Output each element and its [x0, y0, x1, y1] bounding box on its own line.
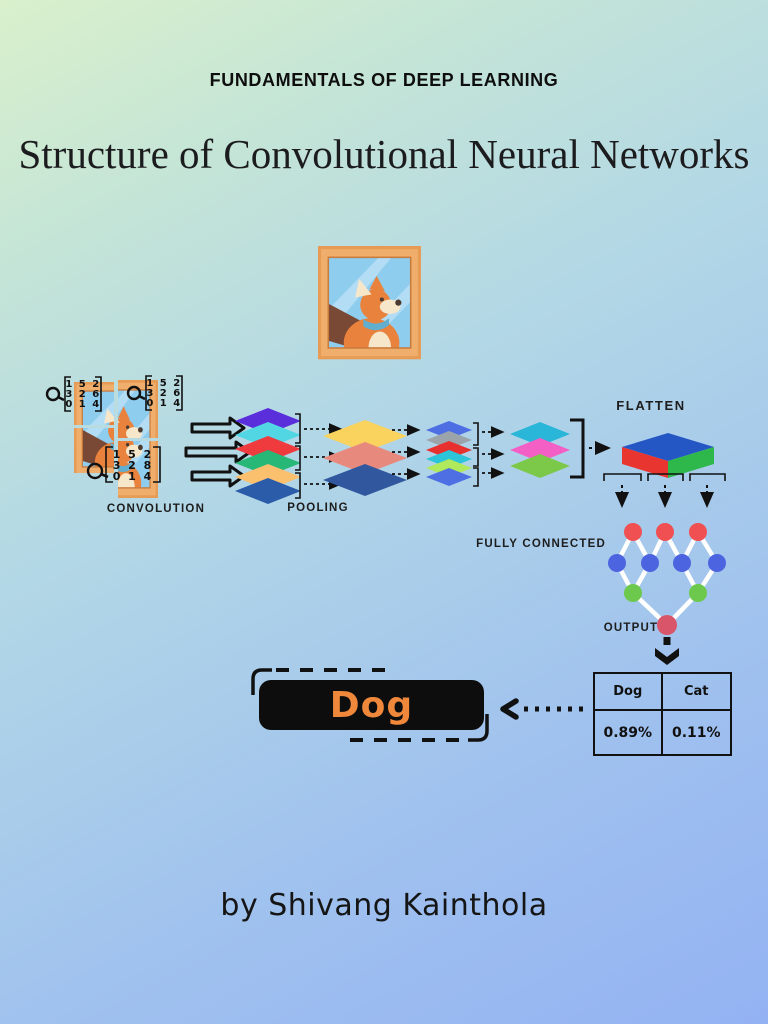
- kernel-matrix-top-left: 1 5 2 3 2 6 0 1 4: [45, 376, 102, 412]
- prediction-dashed-accents: [251, 668, 489, 742]
- output-label: OUTPUT: [604, 622, 658, 634]
- cube-right-face: [668, 447, 714, 478]
- hidden-node: [641, 554, 659, 572]
- hidden-node: [608, 554, 626, 572]
- feature-map: [323, 442, 407, 474]
- feature-map: [510, 454, 570, 478]
- magnifier-icon: [45, 386, 61, 402]
- flatten-bracket: [570, 418, 585, 479]
- feature-map: [235, 436, 301, 462]
- author-credit: by Shivang Kainthola: [220, 888, 548, 923]
- feature-map: [235, 408, 301, 434]
- right-arrow-icon: [184, 440, 252, 464]
- prediction-box: Dog: [259, 680, 484, 730]
- fc-network: [608, 523, 726, 635]
- right-arrow-icon: [190, 416, 246, 440]
- matrix-row: 3 2 6: [146, 388, 181, 399]
- kernel-matrix-top-right: 1 5 2 3 2 6 0 1 4: [126, 375, 183, 411]
- flatten-label: FLATTEN: [616, 398, 685, 413]
- feature-map: [323, 420, 407, 452]
- convolution-label: CONVOLUTION: [107, 503, 205, 515]
- eyebrow-heading: FUNDAMENTALS OF DEEP LEARNING: [209, 70, 559, 90]
- table-to-prediction-arrow: [500, 698, 583, 720]
- feature-map: [426, 431, 472, 449]
- kernel-matrix-bottom: 1 5 2 3 2 8 0 1 4: [86, 446, 161, 483]
- pooling-brackets-2: [473, 422, 505, 487]
- table-header-cell: Dog: [595, 674, 663, 711]
- feature-map: [426, 421, 472, 439]
- feature-map: [235, 478, 301, 504]
- magnifier-handle: [138, 394, 146, 401]
- flatten-cube: [622, 433, 714, 478]
- flatten-split-brackets: [603, 473, 726, 508]
- feature-stack-2: [323, 420, 407, 496]
- pre-output-node: [689, 584, 707, 602]
- table-value-cell: 0.11%: [671, 724, 721, 741]
- magnifier-handle: [100, 472, 109, 479]
- feature-map: [235, 450, 301, 476]
- framed-dog-picture: [318, 246, 421, 368]
- left-chevron-icon: [500, 698, 519, 720]
- feature-stack-3: [426, 421, 472, 486]
- down-chevron-icon: [655, 648, 679, 665]
- feature-map: [510, 438, 570, 462]
- cube-left-face: [622, 447, 668, 478]
- feature-map: [235, 422, 301, 448]
- input-node: [689, 523, 707, 541]
- matrix-row: 0 1 4: [113, 470, 154, 483]
- fully-connected-label: FULLY CONNECTED: [476, 538, 606, 550]
- output-node: [657, 615, 677, 635]
- table-value-cell: 0.89%: [595, 711, 663, 754]
- hidden-node: [673, 554, 691, 572]
- magnifier-icon: [86, 462, 104, 480]
- feature-map: [510, 422, 570, 446]
- feature-stack-1: [235, 408, 301, 504]
- feature-map: [235, 464, 301, 490]
- feature-stack-4: [510, 422, 570, 478]
- matrix-row: 0 1 4: [65, 399, 100, 410]
- feature-map: [426, 468, 472, 486]
- output-arrow: [655, 637, 679, 665]
- matrix-row: 3 2 6: [65, 389, 100, 400]
- conv2-arrows: [392, 424, 421, 480]
- input-node: [656, 523, 674, 541]
- hidden-node: [708, 554, 726, 572]
- table-header-cell: Cat: [662, 674, 730, 711]
- pooling-label: POOLING: [287, 502, 348, 514]
- pre-output-node: [624, 584, 642, 602]
- matrix-row: 0 1 4: [146, 398, 181, 409]
- matrix-row: 1 5 2: [146, 378, 181, 389]
- feature-map: [323, 464, 407, 496]
- matrix-row: 1 5 2: [113, 448, 154, 461]
- matrix-row: 3 2 8: [113, 459, 154, 472]
- magnifier-handle: [57, 395, 65, 402]
- magnifier-icon: [126, 385, 142, 401]
- convolution-arrows: [184, 416, 252, 488]
- input-node: [624, 523, 642, 541]
- probability-table: Dog Cat 0.89% 0.11%: [593, 672, 732, 756]
- matrix-row: 1 5 2: [65, 379, 100, 390]
- page-title: Structure of Convolutional Neural Networ…: [18, 131, 750, 177]
- right-arrow-icon: [190, 464, 246, 488]
